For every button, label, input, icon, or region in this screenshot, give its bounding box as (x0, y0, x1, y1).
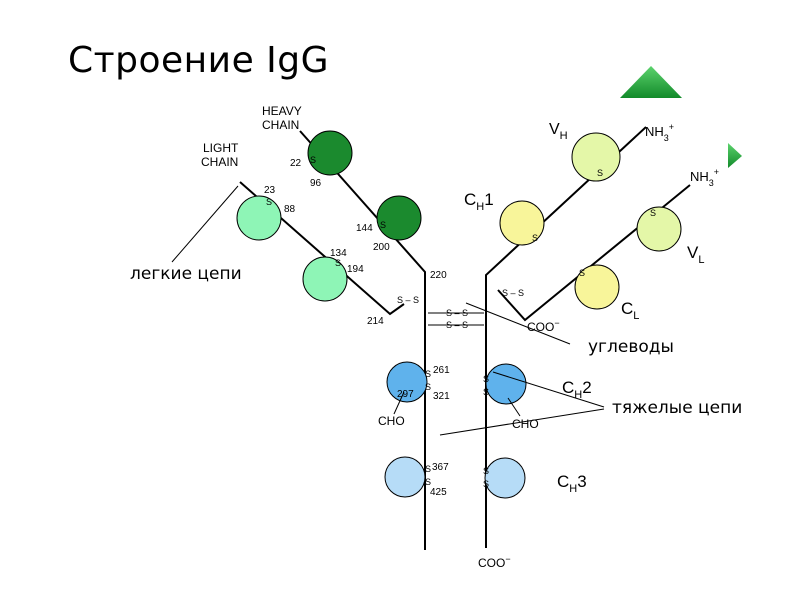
residue-22: 22 (290, 158, 302, 169)
nh3-top-label: NH3+ (645, 122, 674, 143)
heavy-chains-pointer-1 (492, 371, 605, 408)
ss-right-vl: S (650, 208, 656, 218)
right-cl-domain (574, 264, 620, 310)
ss-right-ch2-a: S (483, 374, 489, 384)
ss-left-ch2-b: S (425, 382, 431, 392)
right-ch1-domain (499, 200, 545, 246)
right-ch3-domain (484, 457, 526, 499)
ss-left-ch3-b: S (425, 477, 431, 487)
vl-label: VL (687, 243, 704, 266)
left-ch1-domain (376, 195, 422, 241)
ss-right-ch1: S (532, 233, 538, 243)
ss-left-vl: S (266, 197, 272, 207)
ss-left-light-heavy: S – S (397, 295, 419, 305)
light-chains-pointer (171, 185, 239, 263)
residue-88: 88 (284, 204, 296, 215)
residue-200: 200 (373, 242, 390, 253)
ss-left-ch1: S (380, 220, 386, 230)
residue-261: 261 (433, 365, 450, 376)
ss-left-ch2-a: S (425, 369, 431, 379)
cho-right-label: CHO (512, 417, 539, 431)
residue-144: 144 (356, 223, 373, 234)
right-vl-domain (636, 206, 682, 252)
ss-left-vh: S (310, 155, 316, 165)
heavy-chain-label-2: CHAIN (262, 118, 299, 132)
light-chain-label-1: LIGHT (203, 141, 239, 155)
left-ch3-domain (384, 456, 426, 498)
ch3-label: CH3 (557, 472, 587, 495)
ss-hinge-2: S – S (446, 320, 468, 330)
nav-up-arrow-icon[interactable] (620, 66, 682, 98)
residue-194: 194 (347, 264, 364, 275)
residue-214: 214 (367, 316, 384, 327)
ch2-label: CH2 (562, 378, 592, 401)
carbohydrates-pointer (465, 302, 571, 345)
ss-hinge-1: S – S (446, 308, 468, 318)
right-ch2-domain (485, 363, 527, 405)
coo-light-label: COO− (527, 318, 560, 334)
ss-left-ch3-a: S (425, 464, 431, 474)
right-light-chain (497, 184, 691, 322)
residue-220: 220 (430, 270, 447, 281)
light-chains-annotation: легкие цепи (130, 264, 242, 284)
slide-title: Строение IgG (68, 40, 330, 81)
carbohydrates-annotation: углеводы (588, 337, 674, 357)
nav-right-arrow-icon[interactable] (728, 143, 742, 168)
cl-label: CL (621, 299, 639, 322)
ss-right-light-heavy: S – S (502, 288, 524, 298)
nh3-right-label: NH3+ (690, 167, 719, 188)
residue-23: 23 (264, 185, 276, 196)
ss-right-cl: S (579, 268, 585, 278)
cho-left-link (393, 391, 405, 415)
residue-96: 96 (310, 178, 322, 189)
left-cl-domain (302, 256, 348, 302)
light-chain-label-2: CHAIN (201, 155, 238, 169)
ss-left-cl: S (335, 258, 341, 268)
cho-left-label: CHO (378, 414, 405, 428)
ss-right-vh: S (597, 168, 603, 178)
ss-right-ch3-a: S (483, 466, 489, 476)
left-vl-domain (236, 195, 282, 241)
heavy-chain-label-1: HEAVY (262, 104, 302, 118)
residue-297: 297 (397, 389, 414, 400)
right-vh-domain (571, 132, 621, 182)
coo-bottom-label: COO− (478, 554, 511, 570)
residue-321: 321 (433, 391, 450, 402)
heavy-chains-pointer-2 (439, 408, 605, 436)
left-ch2-domain (386, 361, 428, 403)
cho-right-link (507, 397, 521, 417)
residue-425: 425 (430, 487, 447, 498)
ss-right-ch2-b: S (483, 387, 489, 397)
left-light-chain (239, 181, 405, 316)
left-vh-domain (307, 130, 353, 176)
heavy-chains-annotation: тяжелые цепи (612, 398, 742, 418)
residue-134: 134 (330, 248, 347, 259)
ss-right-ch3-b: S (483, 479, 489, 489)
ch1-label: CH1 (464, 190, 494, 213)
residue-367: 367 (432, 462, 449, 473)
left-heavy-chain (299, 130, 426, 550)
vh-label: VH (549, 121, 568, 142)
